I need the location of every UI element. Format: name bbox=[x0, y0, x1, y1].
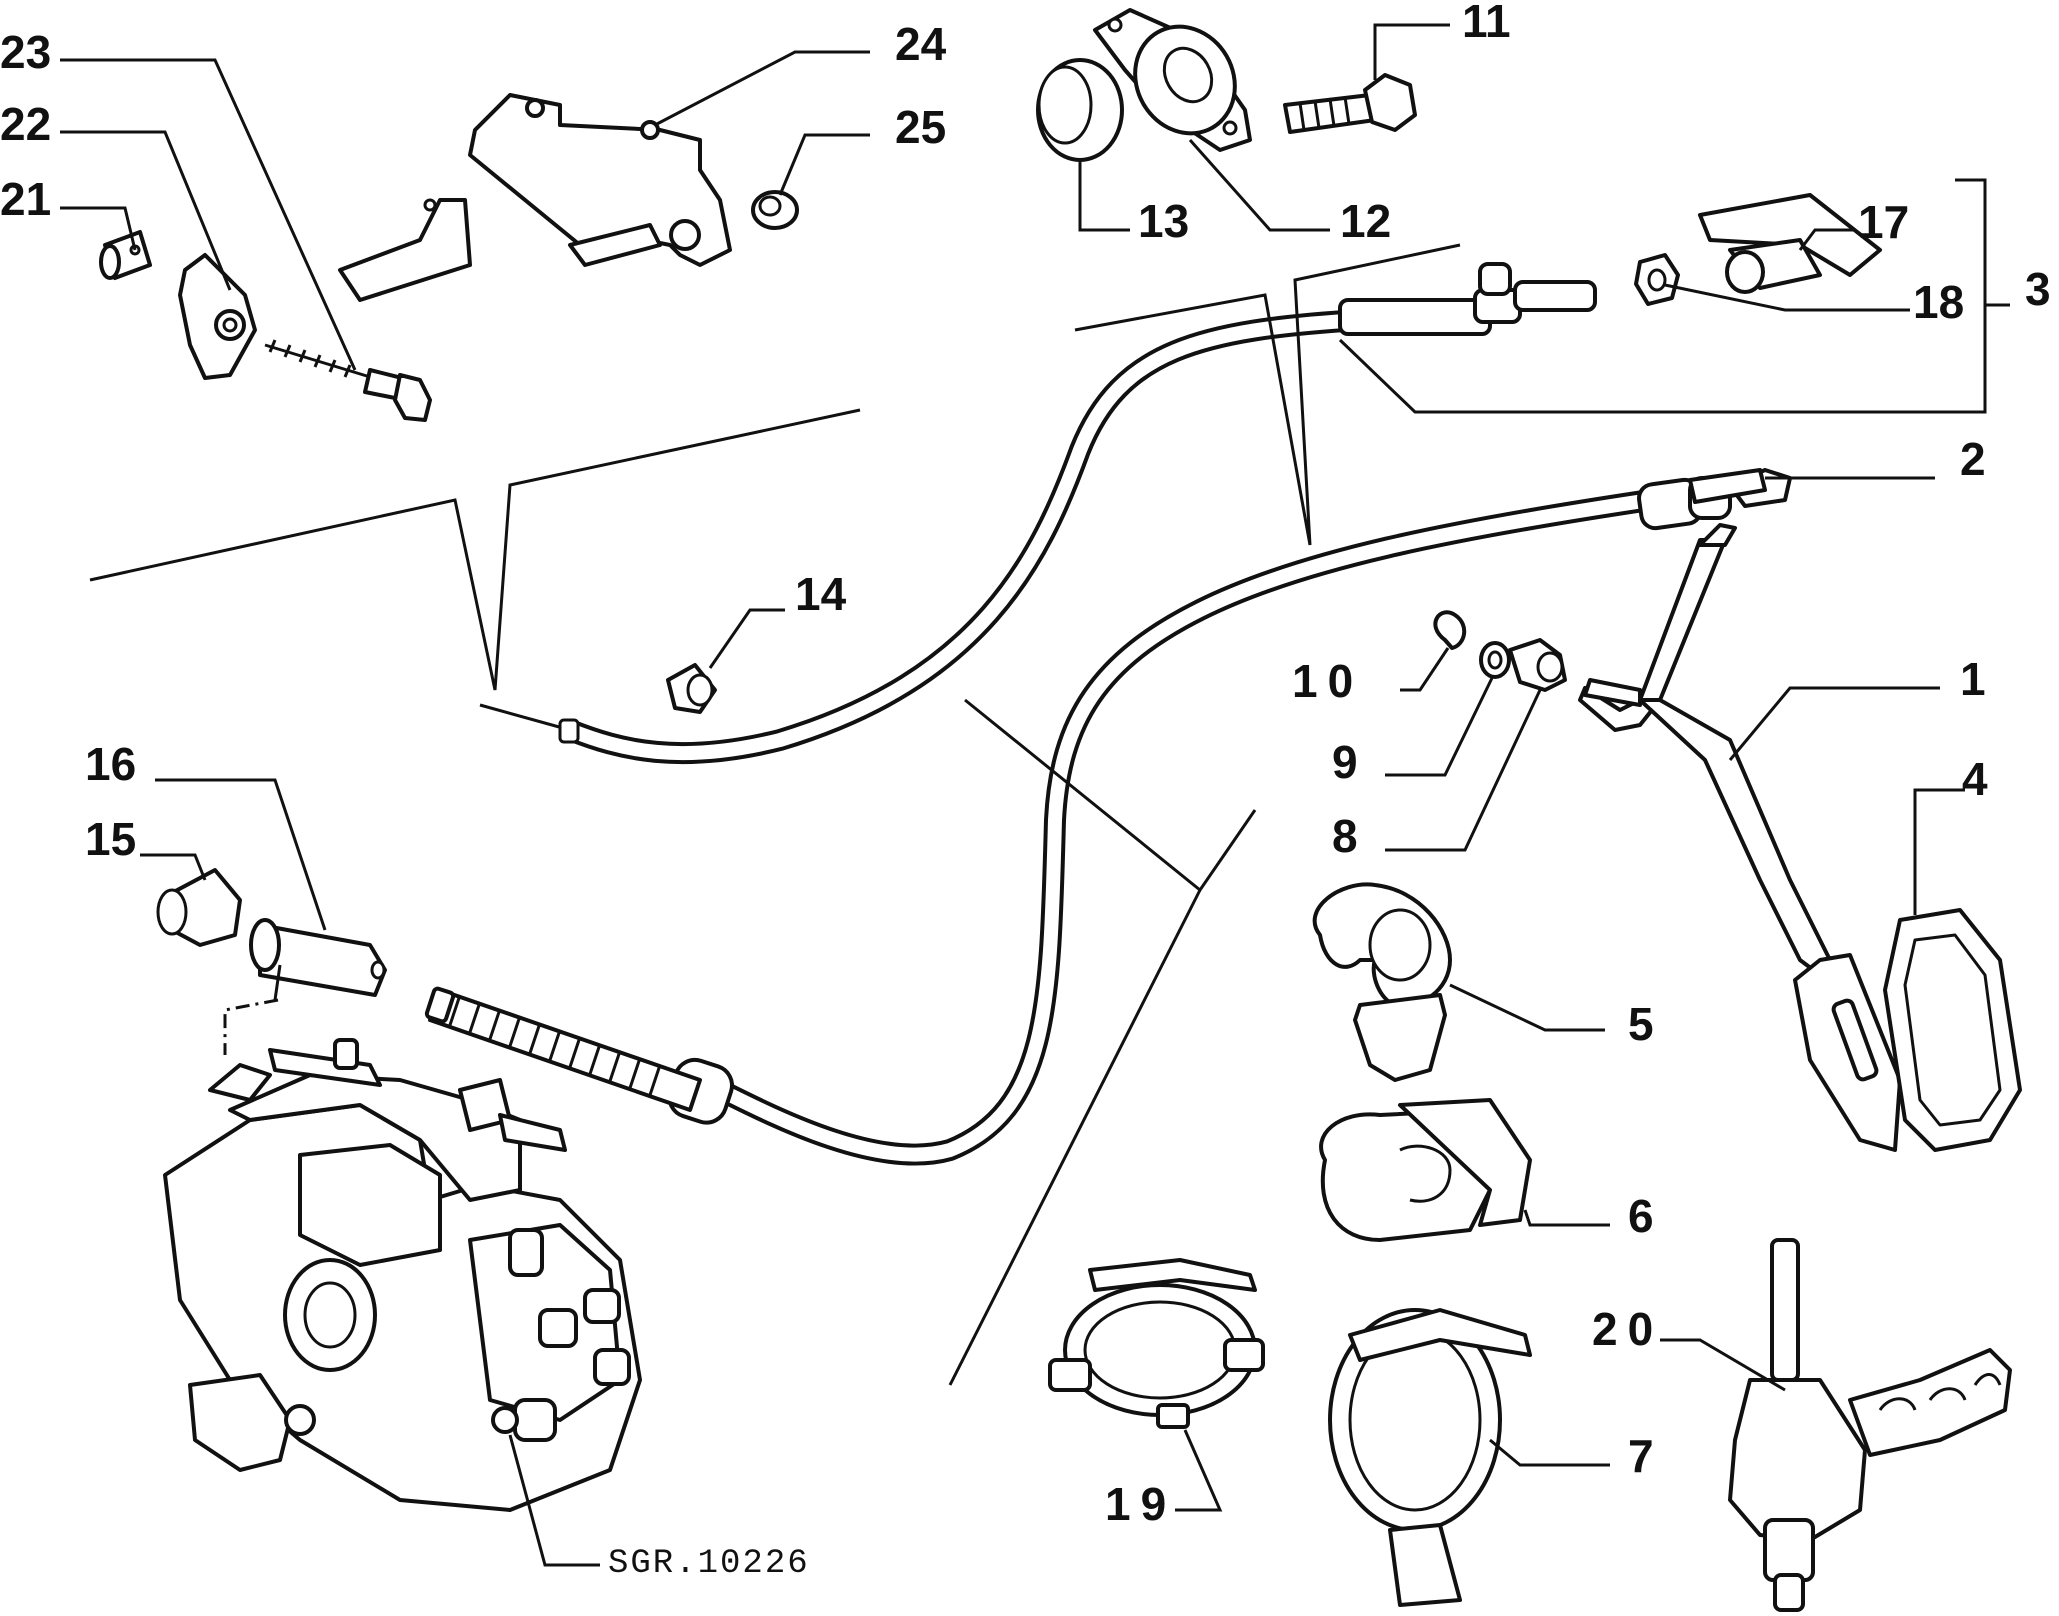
callout-9: 9 bbox=[1332, 736, 1358, 788]
callout-8: 8 bbox=[1332, 810, 1358, 862]
callout-24: 24 bbox=[895, 18, 947, 70]
clamp-part-19 bbox=[1048, 1258, 1265, 1429]
clip-part-5 bbox=[1312, 882, 1452, 1082]
callout-10: 10 bbox=[1292, 655, 1363, 707]
bracket-part-24 bbox=[338, 93, 732, 302]
drawing-code: SGR.10226 bbox=[608, 1545, 810, 1583]
callout-19: 19 bbox=[1105, 1478, 1176, 1530]
lever-part-22 bbox=[178, 253, 257, 380]
callout-16: 16 bbox=[85, 738, 136, 790]
callout-18: 18 bbox=[1913, 276, 1964, 328]
sensor-part-20 bbox=[1728, 1238, 2012, 1612]
accelerator-cable-assembly bbox=[424, 262, 1792, 1166]
callout-labels: 23 22 21 24 25 13 12 11 17 18 3 2 14 10 … bbox=[0, 0, 2051, 1583]
bolt-part-11 bbox=[1283, 73, 1417, 134]
adjusting-screw-part-23 bbox=[264, 339, 432, 422]
callout-21: 21 bbox=[0, 173, 51, 225]
clamp-part-7 bbox=[1328, 1308, 1532, 1607]
section-indicator-lines bbox=[89, 243, 1461, 1386]
ring-part-13 bbox=[1036, 58, 1124, 162]
bracket-part-17 bbox=[1698, 193, 1882, 294]
sleeve-part-15 bbox=[156, 868, 242, 947]
bushing-part-8 bbox=[1508, 638, 1567, 692]
callout-25: 25 bbox=[895, 101, 946, 153]
pedal-part-1 bbox=[1578, 523, 1902, 1152]
nut-part-18 bbox=[1634, 253, 1680, 306]
callout-14: 14 bbox=[795, 568, 847, 620]
callout-6: 6 bbox=[1628, 1190, 1654, 1242]
callout-5: 5 bbox=[1628, 998, 1654, 1050]
threaded-adjuster bbox=[424, 986, 702, 1112]
callout-2: 2 bbox=[1960, 433, 1986, 485]
washer-part-9 bbox=[1479, 641, 1511, 679]
clip-part-10 bbox=[1433, 610, 1467, 650]
pedal-pad-part-4 bbox=[1883, 908, 2022, 1152]
callout-1: 1 bbox=[1960, 653, 1986, 705]
sleeve-part-16 bbox=[249, 918, 387, 1001]
grommet-part-14 bbox=[666, 663, 717, 714]
callout-3: 3 bbox=[2025, 263, 2051, 315]
callout-20: 20 bbox=[1592, 1303, 1663, 1355]
leader-lines bbox=[60, 23, 2010, 1567]
callout-23: 23 bbox=[0, 26, 51, 78]
sleeve-part-21 bbox=[99, 230, 152, 280]
callout-7: 7 bbox=[1628, 1430, 1654, 1482]
flange-part-12 bbox=[1093, 8, 1252, 152]
callout-12: 12 bbox=[1340, 195, 1391, 247]
bushing-part-25 bbox=[751, 190, 799, 230]
callout-17: 17 bbox=[1858, 196, 1909, 248]
callout-15: 15 bbox=[85, 813, 136, 865]
clip-part-6 bbox=[1319, 1098, 1532, 1242]
injection-pump bbox=[163, 1038, 642, 1512]
callout-11: 11 bbox=[1462, 0, 1511, 47]
callout-22: 22 bbox=[0, 98, 51, 150]
callout-13: 13 bbox=[1138, 195, 1189, 247]
pin-part-2 bbox=[1688, 468, 1767, 504]
callout-4: 4 bbox=[1962, 753, 1988, 805]
